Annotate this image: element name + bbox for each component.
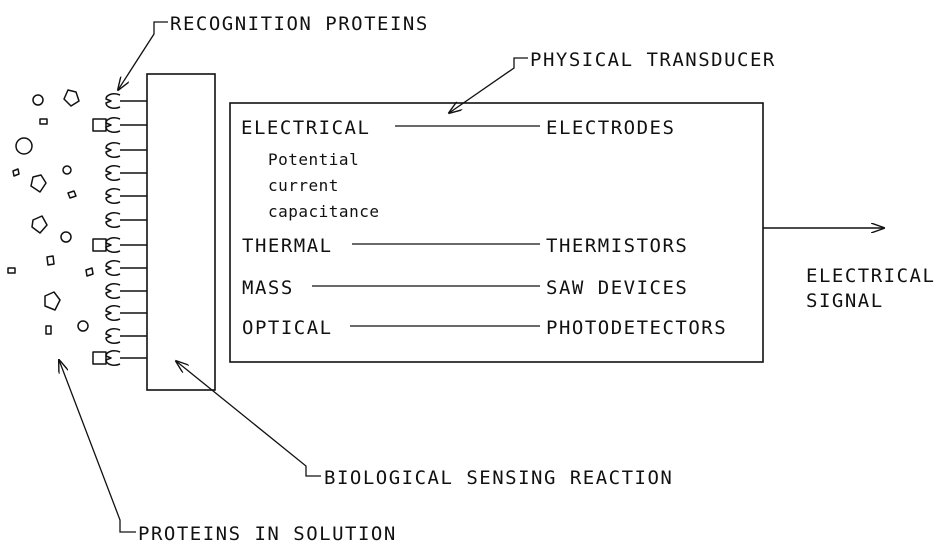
free-protein <box>46 255 55 266</box>
bound-analyte-protein <box>92 238 107 252</box>
transducer-type-electrical: ELECTRICAL <box>241 117 370 139</box>
physical-transducer-label: PHYSICAL TRANSDUCER <box>530 49 776 71</box>
output-label-line2: SIGNAL <box>806 290 884 312</box>
free-protein <box>63 89 80 107</box>
recognition-protein <box>105 283 121 299</box>
electrical-detail-capacitance: capacitance <box>268 202 379 221</box>
sensing-reaction-leader <box>176 361 321 477</box>
output-label-line1: ELECTRICAL <box>806 265 935 287</box>
recognition-protein <box>105 142 121 158</box>
recognition-protein <box>105 328 121 344</box>
transducer-device-saw: SAW DEVICES <box>546 277 688 299</box>
free-protein <box>45 325 52 335</box>
transducer-type-thermal: THERMAL <box>242 235 333 257</box>
recognition-proteins-label: RECOGNITION PROTEINS <box>170 13 429 35</box>
recognition-protein-array <box>92 93 147 366</box>
free-protein <box>44 291 61 311</box>
free-protein <box>39 118 48 125</box>
recognition-protein <box>105 237 121 253</box>
recognition-protein <box>105 188 121 204</box>
electrical-detail-potential: Potential <box>268 150 359 169</box>
physical-transducer-leader <box>449 57 528 113</box>
transducer-type-optical: OPTICAL <box>242 317 333 339</box>
transducer-type-mass: MASS <box>242 277 294 299</box>
transducer-device-electrodes: ELECTRODES <box>546 117 675 139</box>
recognition-protein <box>105 165 121 181</box>
sensing-reaction-label: BIOLOGICAL SENSING REACTION <box>324 467 673 489</box>
recognition-protein <box>105 260 121 276</box>
electrical-detail-current: current <box>268 176 339 195</box>
proteins-in-solution-leader <box>59 360 136 533</box>
free-protein <box>7 267 16 274</box>
transducer-device-thermistors: THERMISTORS <box>546 235 688 257</box>
bound-analyte-protein <box>92 351 107 365</box>
recognition-protein <box>105 305 121 321</box>
sensing-layer-box <box>146 73 216 391</box>
recognition-protein <box>105 117 121 133</box>
free-protein <box>60 231 72 243</box>
free-protein <box>85 267 94 277</box>
transducer-device-photodetectors: PHOTODETECTORS <box>546 317 727 339</box>
proteins-in-solution-cluster <box>7 89 94 335</box>
free-protein <box>12 168 20 177</box>
free-protein <box>77 320 89 332</box>
free-protein <box>62 165 72 175</box>
free-protein <box>31 215 48 234</box>
recognition-proteins-leader <box>118 21 168 90</box>
free-protein <box>30 174 47 193</box>
recognition-protein <box>105 212 121 228</box>
free-protein <box>67 190 77 199</box>
recognition-protein <box>105 93 121 109</box>
proteins-in-solution-label: PROTEINS IN SOLUTION <box>138 523 397 545</box>
bound-analyte-protein <box>92 118 107 132</box>
recognition-protein <box>105 350 121 366</box>
physical-transducer-box <box>229 102 764 363</box>
free-protein <box>15 137 33 155</box>
free-protein <box>32 94 44 106</box>
